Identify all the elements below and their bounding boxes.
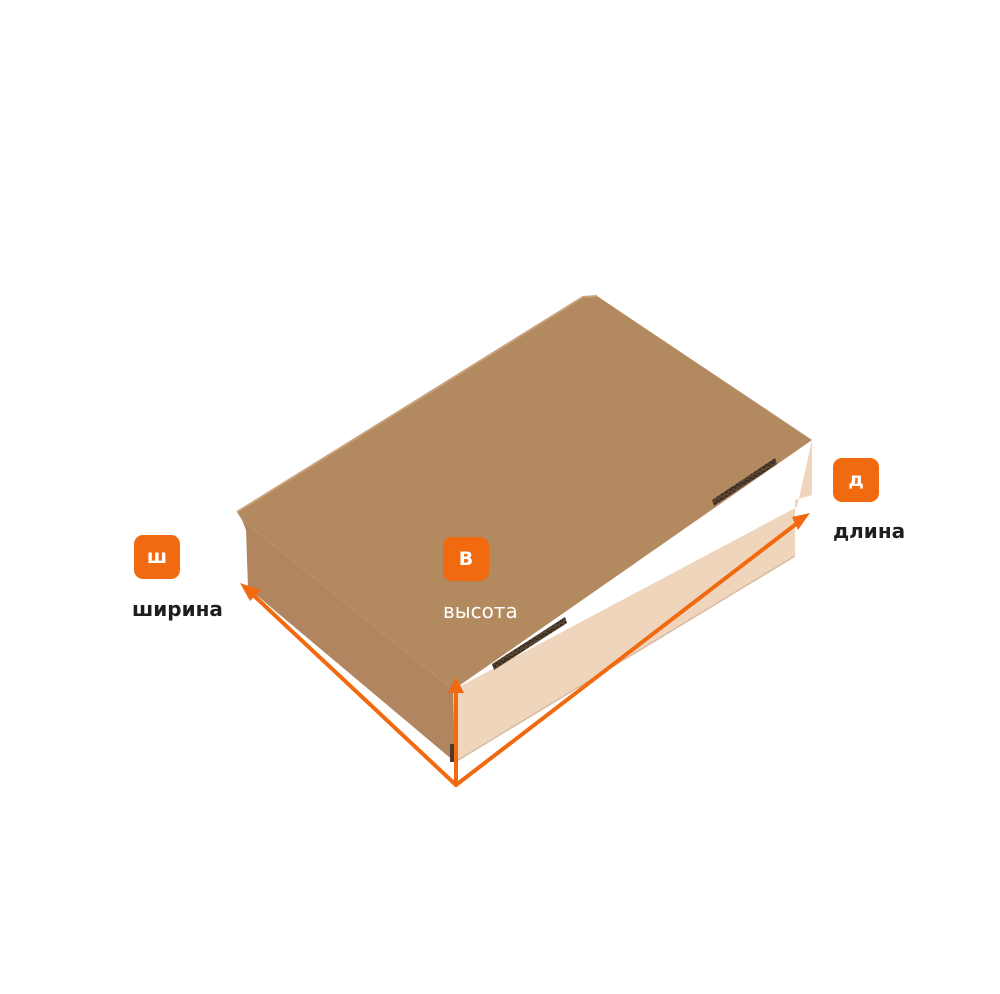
- length-badge-letter: д: [848, 469, 864, 491]
- lid-seam: [236, 295, 598, 513]
- width-badge: ш: [134, 535, 180, 579]
- width-arrowhead: [240, 583, 261, 601]
- width-label: ширина: [132, 597, 223, 621]
- width-arrow-line: [248, 590, 458, 787]
- box-lid-top: [237, 296, 812, 690]
- height-label: высота: [443, 599, 518, 623]
- width-badge-letter: ш: [146, 546, 168, 568]
- corrugation-strip-front: [492, 617, 567, 670]
- corrugation-strip-back: [712, 458, 777, 506]
- length-label: длина: [833, 519, 906, 543]
- box-side-face: [453, 440, 812, 762]
- box-bottom-edge: [454, 555, 796, 763]
- box-front-face: [242, 520, 455, 762]
- corner-flap: [450, 744, 456, 762]
- height-arrowhead: [448, 677, 464, 693]
- length-arrowhead: [792, 513, 810, 530]
- length-arrow-line: [454, 519, 802, 787]
- height-badge: В: [443, 537, 489, 581]
- height-badge-letter: В: [458, 548, 474, 570]
- length-badge: д: [833, 458, 879, 502]
- dimension-arrows: [248, 519, 802, 787]
